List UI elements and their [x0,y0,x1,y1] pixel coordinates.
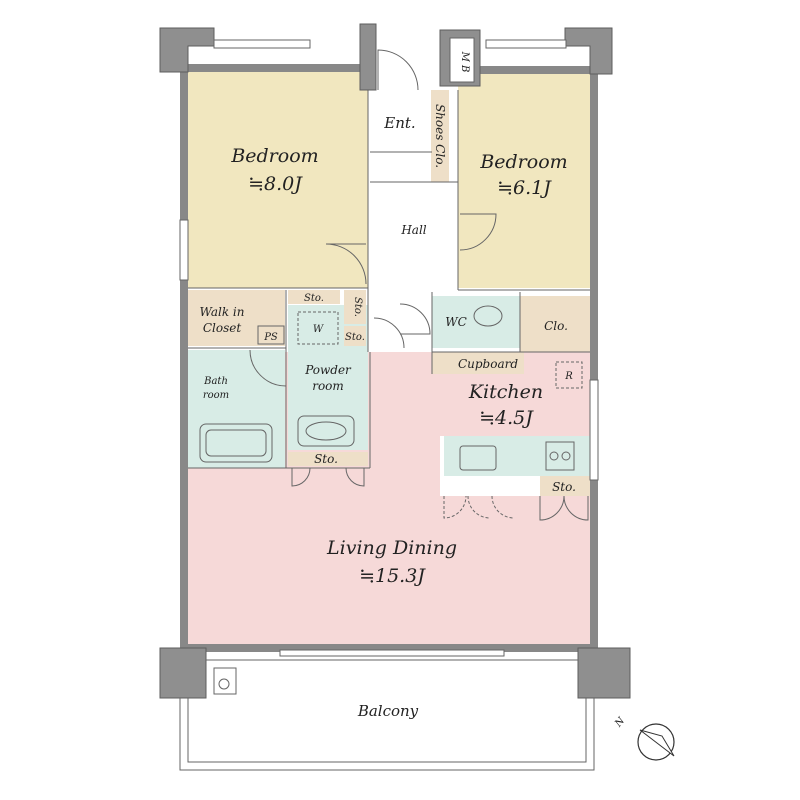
washer-space [297,311,339,345]
sto-bottom-area [288,452,368,466]
balcony-ac-unit [213,667,237,695]
washbasin [305,421,347,441]
door-sto-bottom [291,467,365,487]
mb-box [449,37,475,83]
fridge-space [555,361,583,389]
washbasin-counter [297,415,355,447]
kitchen-stove [545,441,575,471]
window-bedroom-left [213,39,311,49]
bedroom-left-size: ≒8.0J [248,173,303,195]
outer-wall [180,64,598,652]
kitchen-name: Kitchen [468,381,543,403]
bath-room-area [188,350,285,468]
sto-side-label: Sto. [352,297,363,317]
bedroom-right-area [458,72,590,288]
door-entrance [377,49,419,91]
compass-north-label: N [612,715,627,730]
walk-in-label-2: Closet [203,321,242,335]
wc-label: WC [445,315,467,329]
shoes-closet-area [431,90,449,182]
pillar-bottom-right [577,647,631,699]
stove-burner [561,451,571,461]
entrance-label: Ent. [383,114,415,132]
balcony-drain [218,678,230,690]
cupboard-label: Cupboard [458,357,518,371]
bath-label-2: room [203,390,229,401]
bedroom-left-name: Bedroom [230,145,318,167]
door-hall [373,317,405,349]
wc-area [432,296,520,348]
bathtub [199,423,273,463]
door-sto-kitchen [539,495,589,521]
north-arrow-icon [637,723,675,761]
sto-kitchen-label: Sto. [552,480,576,494]
window-bedroom-right [485,39,567,49]
sto-small-label: Sto. [345,332,365,343]
bedroom-right-name: Bedroom [479,151,567,173]
shoes-closet-label: Shoes Clo. [433,104,447,168]
walk-in-label-1: Walk in [200,305,245,319]
clo-area [520,296,590,352]
mb-label: M B [459,51,470,73]
kitchen-size: ≒4.5J [479,407,534,429]
window-side-left [179,219,189,281]
door-closet [399,303,431,335]
sto-top-label: Sto. [304,293,324,304]
cupboard-area [432,352,524,374]
living-name: Living Dining [326,537,457,559]
ps-label: PS [263,332,278,343]
sto-top-area [288,290,340,304]
bath-label-1: Bath [203,376,228,387]
balcony-outline [179,659,595,771]
bedroom-left-area [188,70,368,288]
bedroom-right-size: ≒6.1J [497,177,552,199]
door-kitchen-dashed [443,495,515,519]
stove-burner [549,451,559,461]
hall-label: Hall [400,223,426,237]
pillar-top-left [159,27,215,73]
living-size: ≒15.3J [359,565,426,587]
powder-label-2: room [312,379,344,393]
walk-in-closet-area [188,290,285,346]
sto-small-area [344,326,366,346]
powder-label-1: Powder [304,363,352,377]
door-bedroom-right [459,213,497,251]
sto-side-area [344,290,366,324]
window-side-right [589,379,599,481]
balcony-label: Balcony [357,702,419,720]
toilet [473,305,503,327]
door-bedroom-left [325,243,367,285]
door-powder [249,349,287,387]
fridge-label: R [564,371,573,382]
ps-box [257,325,285,345]
sto-kitchen-area [540,476,590,496]
kitchen-counter-area [444,436,590,476]
bathtub-inner [205,429,267,457]
sto-bottom-label: Sto. [314,452,338,466]
clo-label: Clo. [544,319,568,333]
pillar-bottom-left [159,647,207,699]
window-living [279,649,505,657]
kitchen-sink [459,445,497,471]
pillar-entrance [359,23,377,91]
washer-label: W [313,324,324,335]
